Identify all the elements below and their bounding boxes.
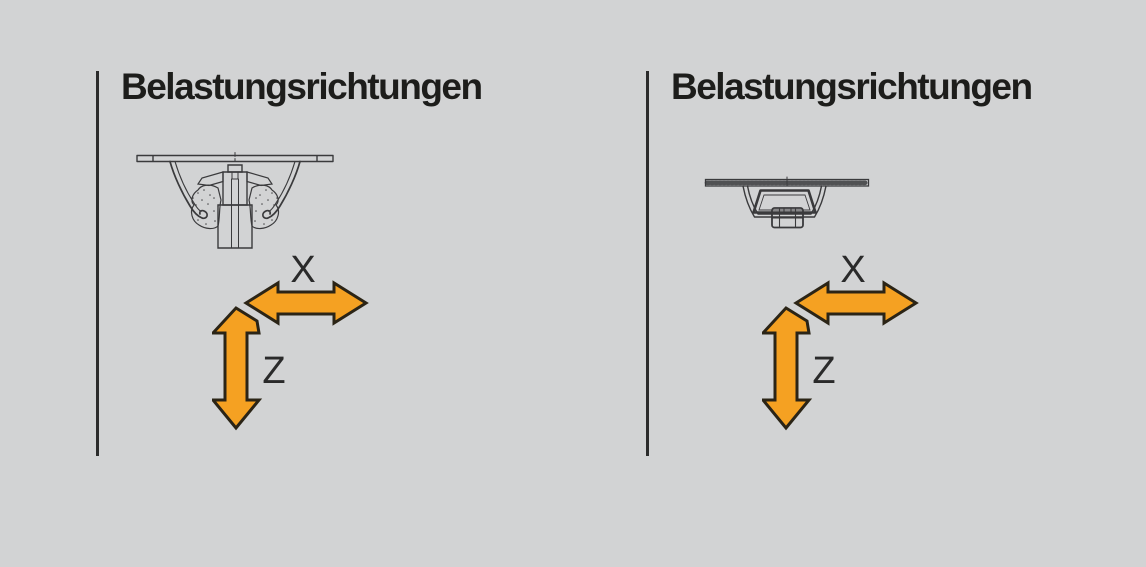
z-axis-arrow	[762, 306, 813, 431]
x-axis-arrow	[243, 280, 369, 326]
x-axis-label: X	[290, 250, 315, 291]
bell-wall-right	[262, 160, 301, 220]
bell-wall-left	[169, 160, 208, 220]
load-direction-arrows: X Z	[212, 250, 369, 431]
wing-left	[196, 171, 224, 187]
wing-right	[246, 171, 274, 187]
stud-cap	[227, 164, 243, 173]
bell-wall-right-inner	[268, 160, 296, 213]
z-axis-arrow	[212, 306, 263, 431]
load-direction-arrows: X Z	[762, 250, 919, 431]
x-axis-label: X	[840, 250, 865, 291]
conical-mount-drawing	[136, 152, 334, 249]
z-axis-label: Z	[262, 350, 285, 392]
stud-neck	[222, 171, 248, 206]
z-axis-label: Z	[812, 350, 835, 392]
flat-mount-drawing	[704, 176, 870, 229]
panel-title: Belastungsrichtungen	[121, 66, 483, 107]
panel-title: Belastungsrichtungen	[671, 66, 1033, 107]
rubber-profile-inner	[758, 194, 811, 211]
rubber-lobe-right	[248, 184, 280, 230]
rubber-stipple	[192, 189, 278, 225]
load-directions-panel-right: Belastungsrichtungen X Z	[550, 0, 1146, 567]
vertical-rule	[646, 71, 649, 456]
rubber-profile	[752, 189, 817, 214]
x-axis-arrow	[793, 280, 919, 326]
rubber-lobe-left	[190, 184, 222, 230]
load-directions-panel-left: Belastungsrichtungen	[96, 66, 483, 456]
vertical-rule	[96, 71, 99, 456]
stud-sleeve	[217, 204, 253, 249]
bucket-walls	[742, 185, 827, 218]
fastener-box-inner	[771, 207, 804, 229]
bell-wall-left-inner	[174, 160, 202, 213]
stud-inner-lines	[231, 171, 239, 249]
